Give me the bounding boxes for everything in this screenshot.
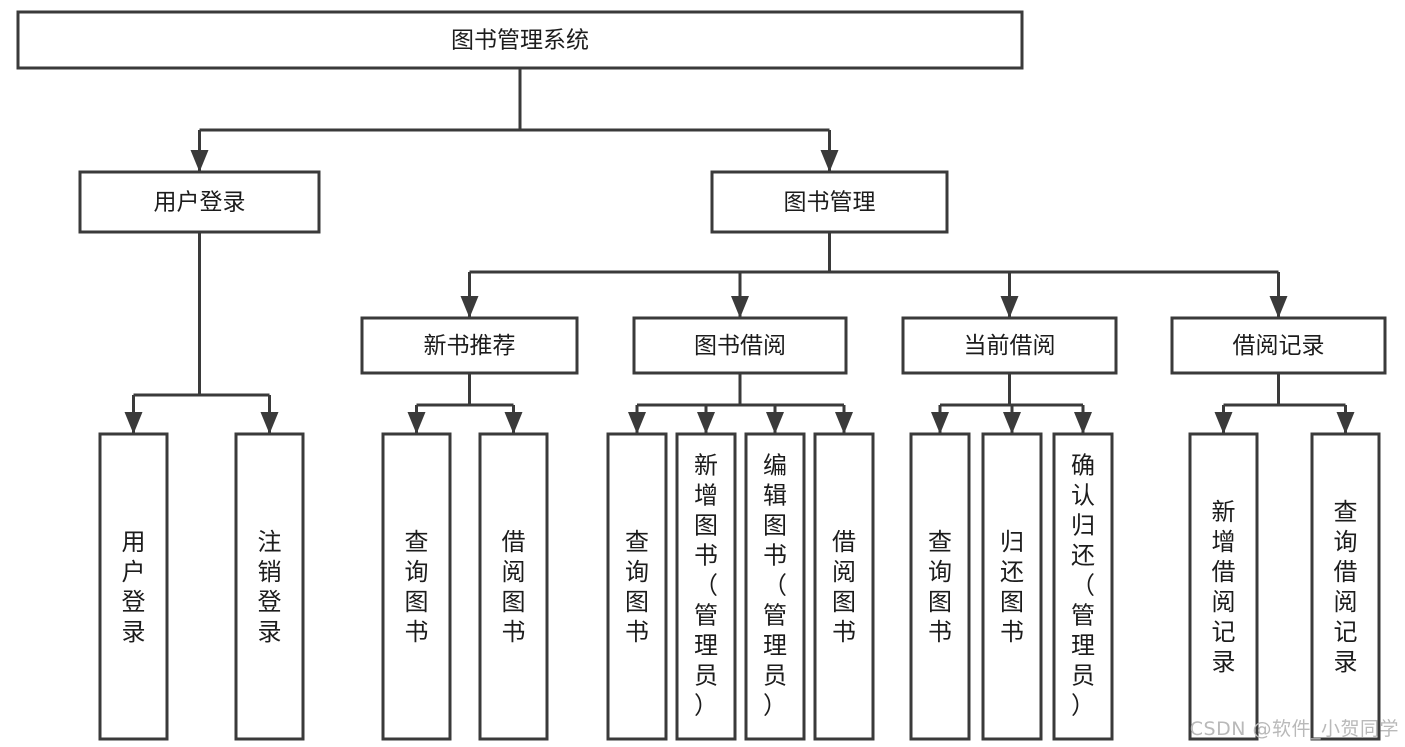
node-label: 用户登录: [122, 528, 146, 646]
node-n-new-rec[interactable]: 新书推荐: [360, 316, 579, 375]
node-label: 图书管理: [784, 190, 876, 216]
node-l-query-book-1[interactable]: 查询图书: [381, 432, 452, 741]
node-box: [1188, 432, 1259, 741]
node-l-query-book-3[interactable]: 查询图书: [909, 432, 971, 741]
node-box: [981, 432, 1043, 741]
node-label: 借阅图书: [832, 528, 856, 646]
node-label: 确认归还（管理员）: [1071, 451, 1095, 719]
node-box: [909, 432, 971, 741]
node-label: 查询借阅记录: [1334, 498, 1358, 676]
node-l-borrow-book-2[interactable]: 借阅图书: [813, 432, 875, 741]
node-box: [901, 316, 1118, 375]
node-box: [360, 316, 579, 375]
connectors-layer: [124, 68, 1355, 434]
node-l-user-login[interactable]: 用户登录: [98, 432, 169, 741]
node-n-current[interactable]: 当前借阅: [901, 316, 1118, 375]
node-n-user-login[interactable]: 用户登录: [78, 170, 321, 234]
node-label: 新增借阅记录: [1212, 498, 1236, 676]
node-label: 图书借阅: [694, 333, 786, 359]
node-label: 新书推荐: [424, 333, 516, 359]
node-box: [632, 316, 848, 375]
node-label: 注销登录: [258, 528, 282, 646]
node-box: [1052, 432, 1114, 741]
node-l-add-record[interactable]: 新增借阅记录: [1188, 432, 1259, 741]
node-box: [744, 432, 806, 741]
node-box: [98, 432, 169, 741]
node-n-borrow[interactable]: 图书借阅: [632, 316, 848, 375]
node-label: 用户登录: [154, 190, 246, 216]
node-n-book-mgmt[interactable]: 图书管理: [710, 170, 949, 234]
node-label: 图书管理系统: [451, 28, 589, 54]
node-box: [1310, 432, 1381, 741]
node-label: 编辑图书（管理员）: [763, 451, 787, 719]
node-label: 归还图书: [1000, 528, 1024, 646]
node-label: 查询图书: [625, 528, 649, 646]
node-box: [78, 170, 321, 234]
node-l-logout[interactable]: 注销登录: [234, 432, 305, 741]
node-box: [1170, 316, 1387, 375]
node-label: 查询图书: [405, 528, 429, 646]
node-n-records[interactable]: 借阅记录: [1170, 316, 1387, 375]
node-box: [813, 432, 875, 741]
node-box: [478, 432, 549, 741]
node-box: [710, 170, 949, 234]
node-l-borrow-book-1[interactable]: 借阅图书: [478, 432, 549, 741]
node-l-query-record[interactable]: 查询借阅记录: [1310, 432, 1381, 741]
node-root[interactable]: 图书管理系统: [16, 10, 1024, 70]
node-box: [606, 432, 668, 741]
node-l-query-book-2[interactable]: 查询图书: [606, 432, 668, 741]
node-l-add-book[interactable]: 新增图书（管理员）: [675, 432, 737, 741]
node-label: 借阅记录: [1233, 333, 1325, 359]
node-box: [16, 10, 1024, 70]
node-label: 查询图书: [928, 528, 952, 646]
node-label: 当前借阅: [964, 333, 1056, 359]
nodes-layer: 图书管理系统用户登录图书管理新书推荐图书借阅当前借阅借阅记录用户登录注销登录查询…: [16, 10, 1387, 741]
node-label: 借阅图书: [502, 528, 526, 646]
node-box: [675, 432, 737, 741]
node-l-return-book[interactable]: 归还图书: [981, 432, 1043, 741]
node-label: 新增图书（管理员）: [694, 451, 718, 719]
node-box: [381, 432, 452, 741]
node-box: [234, 432, 305, 741]
node-l-confirm-return[interactable]: 确认归还（管理员）: [1052, 432, 1114, 741]
node-l-edit-book[interactable]: 编辑图书（管理员）: [744, 432, 806, 741]
